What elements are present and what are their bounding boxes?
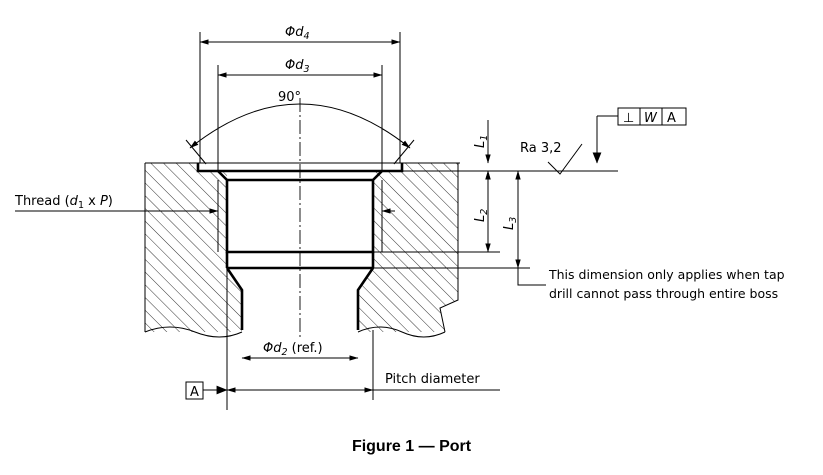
angle-arc xyxy=(189,103,411,149)
tolerance-perpendicularity: ⊥ xyxy=(623,111,634,126)
l2-label: L2 xyxy=(473,209,490,222)
note-line-2: drill cannot pass through entire boss xyxy=(549,286,778,301)
tolerance-w: W xyxy=(644,111,658,126)
chamfer-ext-left xyxy=(185,139,207,165)
angle-label: 90° xyxy=(278,90,301,105)
roughness-symbol xyxy=(547,143,583,175)
chamfer-ext-right xyxy=(393,139,415,165)
break-edge-right xyxy=(439,163,459,333)
l1-label: L1 xyxy=(473,135,490,148)
tolerance-frame xyxy=(617,107,687,126)
note-leader xyxy=(517,268,546,286)
break-line-right xyxy=(357,326,446,338)
l3-label: L3 xyxy=(502,217,519,230)
break-line-left xyxy=(144,326,243,338)
hatched-section-right xyxy=(358,163,458,332)
d2-label: Φd2 (ref.) xyxy=(263,341,323,358)
tap-drill-outline xyxy=(225,252,375,330)
roughness-label: Ra 3,2 xyxy=(520,141,562,156)
thread-label: Thread (d1 x P) xyxy=(14,194,113,211)
figure-caption: Figure 1 — Port xyxy=(351,438,472,455)
d4-label: Φd4 xyxy=(285,25,310,42)
note-line-1: This dimension only applies when tap xyxy=(548,267,785,282)
tolerance-datum: A xyxy=(667,111,676,126)
pitch-label: Pitch diameter xyxy=(385,372,480,387)
datum-label: A xyxy=(190,385,199,400)
d3-label: Φd3 xyxy=(285,58,310,75)
